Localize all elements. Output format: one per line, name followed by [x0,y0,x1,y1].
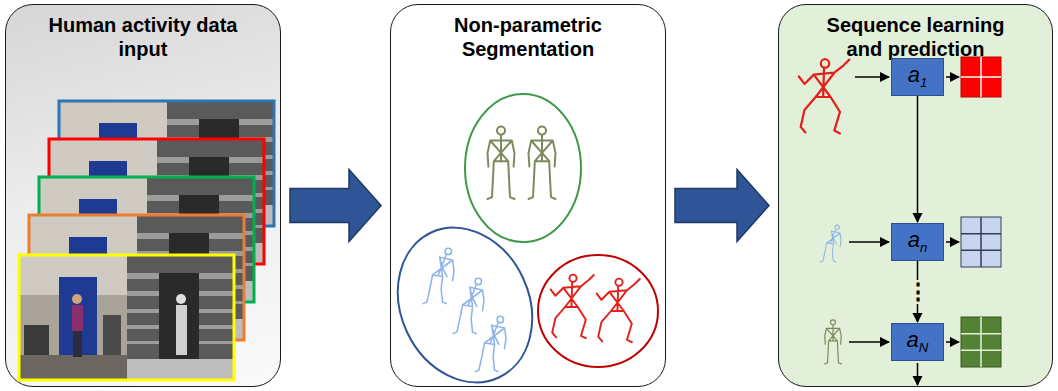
input-arrow [849,241,889,243]
skeleton-figure [597,279,640,343]
block-arrow [290,170,381,242]
skeleton-figure [529,127,556,199]
frame-stack-illustration [6,5,279,385]
skeleton-figure [799,59,849,133]
action-box: a1 [891,58,944,96]
input-arrow [855,76,889,78]
stage-panel: Non-parametric Segmentation [390,4,666,387]
cluster-ellipse [465,94,581,242]
output-arrow [946,76,959,78]
cluster-ellipse [373,205,557,391]
sequence-arrow [917,96,919,222]
action-box: an [891,223,944,261]
stage-panel: Sequence learning and prediction a1 an aN ⋮ [778,4,1053,387]
action-label: an [908,229,928,255]
skeleton-figure [488,127,515,199]
cluster-ellipse [538,255,658,367]
skeleton-figure [825,320,841,364]
skeleton-figure [475,316,506,371]
skeleton-figure [453,278,484,333]
stage-panel: Human activity data input [5,4,281,387]
panel-title: Human activity data input [38,13,248,61]
frame-border [19,255,234,380]
continuation-arrow [917,363,919,385]
skeleton-figure [821,225,841,262]
action-label: a1 [908,64,928,90]
action-box: aN [891,323,944,361]
output-grid [961,217,1001,267]
input-arrow [849,341,889,343]
skeleton-figure [423,248,454,303]
panel-title: Non-parametric Segmentation [433,13,623,61]
output-arrow [946,341,959,343]
action-label: aN [907,329,929,355]
ellipsis-label: ⋮ [904,280,932,304]
output-grid [961,57,1001,97]
output-grid [961,317,1001,367]
output-arrow [946,241,959,243]
skeleton-figure [551,275,594,339]
cluster-illustration [391,5,664,385]
frame-image [19,255,234,380]
video-frame [19,255,234,380]
block-arrow [675,170,769,242]
panel-title: Sequence learning and prediction [816,13,1016,61]
